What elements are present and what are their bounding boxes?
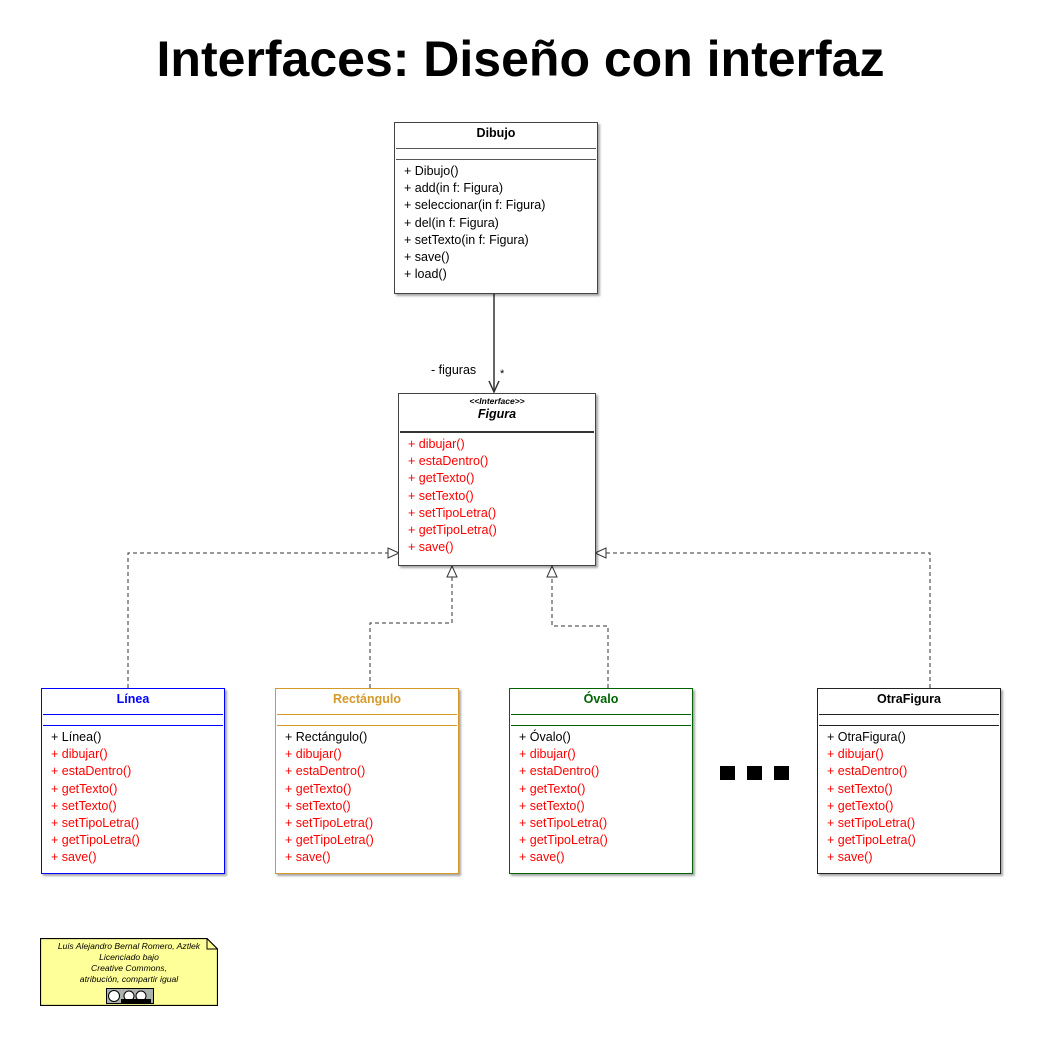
- op: + seleccionar(in f: Figura): [404, 198, 546, 213]
- realization-linea: [127, 552, 388, 688]
- op: + Dibujo(): [404, 164, 459, 178]
- op: + estaDentro(): [285, 764, 366, 779]
- note-line: Luis Alejandro Bernal Romero, Aztlek: [57, 941, 201, 951]
- class-ovalo[interactable]: Óvalo + Óvalo() + dibujar() + estaDentro…: [509, 688, 693, 874]
- class-linea-ops: + Línea() + dibujar() + estaDentro() + g…: [42, 729, 224, 867]
- op: + setTexto(): [285, 798, 351, 813]
- op: + getTipoLetra(): [285, 833, 374, 848]
- creative-commons-badge-icon: [106, 988, 154, 1004]
- cc-icon: [107, 989, 153, 1003]
- class-dibujo[interactable]: Dibujo + Dibujo() + add(in f: Figura) + …: [394, 122, 598, 294]
- association-role-label: - figuras: [431, 363, 477, 377]
- op: + setTipoLetra(): [285, 815, 374, 830]
- op: + save(): [519, 850, 565, 865]
- op: + dibujar(): [51, 747, 108, 762]
- op: + setTexto(): [519, 798, 585, 813]
- diagram-title: Interfaces: Diseño con interfaz: [156, 31, 885, 87]
- op: + setTipoLetra(): [408, 505, 497, 520]
- class-otrafigura-name: OtraFigura: [877, 692, 941, 706]
- op: + dibujar(): [519, 747, 576, 762]
- op: + getTipoLetra(): [51, 833, 140, 848]
- op: + setTipoLetra(): [519, 815, 608, 830]
- interface-figura-ops: + dibujar() + estaDentro() + getTexto() …: [399, 436, 595, 556]
- realization-arrow-linea: [387, 547, 401, 559]
- constructor: + Línea(): [51, 730, 102, 744]
- ellipsis-square: [720, 766, 735, 780]
- interface-figura[interactable]: <<Interface>> Figura + dibujar() + estaD…: [398, 393, 596, 566]
- op: + estaDentro(): [827, 764, 908, 779]
- class-rectangulo[interactable]: Rectángulo + Rectángulo() + dibujar() + …: [275, 688, 459, 874]
- op: + estaDentro(): [519, 764, 600, 779]
- op: + getTipoLetra(): [519, 833, 608, 848]
- op: + setTexto(): [51, 798, 117, 813]
- op: + dibujar(): [827, 747, 884, 762]
- op: + getTexto(): [827, 798, 894, 813]
- op: + estaDentro(): [408, 454, 489, 469]
- op: + setTexto(): [827, 781, 893, 796]
- op: + getTexto(): [519, 781, 586, 796]
- class-dibujo-ops: + Dibujo() + add(in f: Figura) + selecci…: [395, 163, 597, 283]
- note-line: Creative Commons,: [91, 963, 167, 973]
- op: + getTexto(): [408, 471, 475, 486]
- op: + getTipoLetra(): [827, 833, 916, 848]
- interface-figura-name: Figura: [477, 407, 517, 421]
- op: + getTexto(): [51, 781, 118, 796]
- realization-ovalo: [551, 577, 609, 688]
- op: + getTipoLetra(): [408, 522, 497, 537]
- op: + save(): [827, 850, 873, 865]
- op: + del(in f: Figura): [404, 215, 499, 230]
- op: + save(): [408, 540, 454, 555]
- realization-rectangulo: [369, 577, 453, 688]
- association-multiplicity-label: *: [500, 368, 505, 380]
- class-linea[interactable]: Línea + Línea() + dibujar() + estaDentro…: [41, 688, 225, 874]
- op: + setTipoLetra(): [51, 815, 140, 830]
- realization-otrafigura: [606, 552, 931, 688]
- class-rectangulo-name: Rectángulo: [332, 692, 402, 706]
- op: + dibujar(): [285, 747, 342, 762]
- note-shape: [40, 938, 218, 1006]
- note-text: Luis Alejandro Bernal Romero, Aztlek Lic…: [40, 941, 218, 985]
- class-dibujo-name: Dibujo: [476, 126, 516, 140]
- class-ovalo-ops: + Óvalo() + dibujar() + estaDentro() + g…: [510, 729, 692, 867]
- op: + add(in f: Figura): [404, 181, 504, 196]
- op: + setTexto(): [408, 488, 474, 503]
- op: + save(): [404, 249, 450, 264]
- ellipsis-square: [774, 766, 789, 780]
- association-arrowhead: [488, 380, 500, 394]
- class-otrafigura[interactable]: OtraFigura + OtraFigura() + dibujar() + …: [817, 688, 1001, 874]
- op: + getTexto(): [285, 781, 352, 796]
- interface-stereotype: <<Interface>>: [469, 396, 525, 406]
- class-otrafigura-ops: + OtraFigura() + dibujar() + estaDentro(…: [818, 729, 1000, 867]
- op: + save(): [51, 850, 97, 865]
- class-ovalo-name: Óvalo: [583, 692, 619, 706]
- class-rectangulo-ops: + Rectángulo() + dibujar() + estaDentro(…: [276, 729, 458, 867]
- realization-arrow-ovalo: [546, 564, 558, 578]
- realization-arrow-rectangulo: [446, 564, 458, 578]
- op: + setTipoLetra(): [827, 815, 916, 830]
- note-line: atribución, compartir igual: [79, 974, 179, 984]
- op: + save(): [285, 850, 331, 865]
- note-line: Licenciado bajo: [99, 952, 159, 962]
- class-linea-name: Línea: [116, 692, 150, 706]
- op: + load(): [404, 267, 447, 282]
- ellipsis-square: [747, 766, 762, 780]
- constructor: + Rectángulo(): [285, 730, 368, 744]
- op: + dibujar(): [408, 437, 465, 451]
- constructor: + Óvalo(): [519, 730, 571, 744]
- op: + setTexto(in f: Figura): [404, 232, 529, 247]
- realization-arrow-otrafigura: [593, 547, 607, 559]
- op: + estaDentro(): [51, 764, 132, 779]
- constructor: + OtraFigura(): [827, 730, 906, 744]
- license-note: Luis Alejandro Bernal Romero, Aztlek Lic…: [40, 938, 218, 1006]
